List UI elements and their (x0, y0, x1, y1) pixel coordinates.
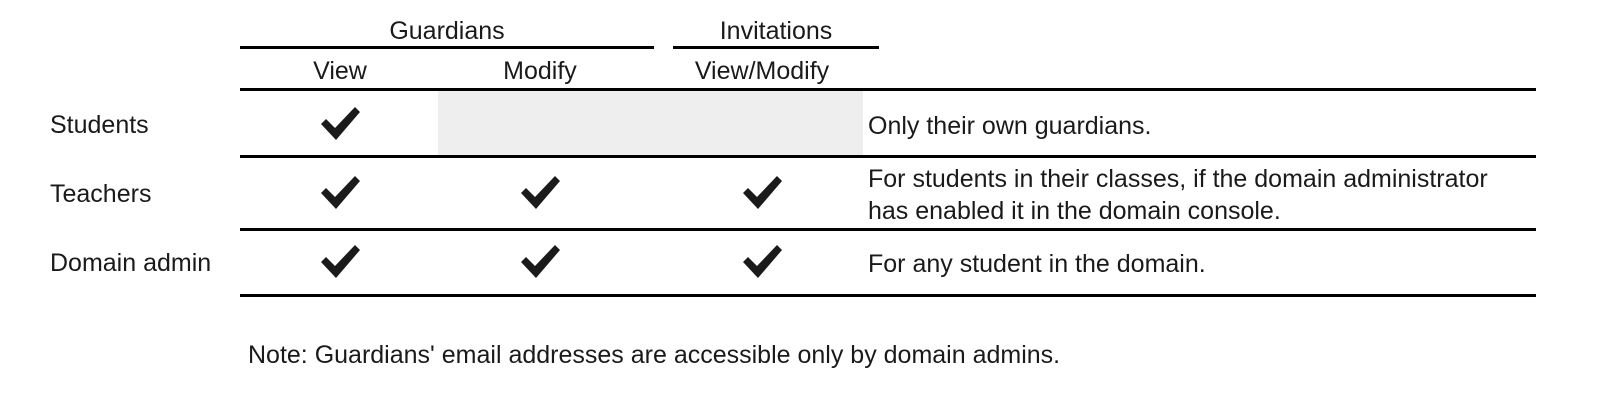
check-icon (317, 173, 363, 213)
check-icon (739, 173, 785, 213)
check-icon (517, 242, 563, 282)
check-icon (739, 242, 785, 282)
rule-after-teachers (240, 228, 1536, 231)
check-icon (317, 104, 363, 144)
row-description-teachers: For students in their classes, if the do… (868, 165, 1488, 225)
row-label-students: Students (50, 111, 149, 139)
column-group-invitations: Invitations (719, 17, 833, 45)
rule-header-bottom (240, 88, 1536, 91)
column-header-modify: Modify (503, 57, 577, 85)
check-icon (517, 173, 563, 213)
row-description-students: Only their own guardians. (868, 112, 1152, 140)
check-icon (317, 242, 363, 282)
column-header-view: View (313, 57, 367, 85)
rule-group-invitations (673, 46, 879, 49)
rule-group-guardians (240, 46, 654, 49)
row-label-teachers: Teachers (50, 180, 152, 208)
table-note: Note: Guardians' email addresses are acc… (248, 341, 1061, 369)
column-header-view-modify: View/Modify (694, 57, 830, 85)
rule-after-students (240, 155, 1536, 158)
row-description-domain-admin: For any student in the domain. (868, 250, 1206, 278)
cell-not-applicable-students (438, 91, 863, 155)
column-group-guardians: Guardians (389, 17, 505, 45)
row-label-domain-admin: Domain admin (50, 249, 212, 277)
rule-table-bottom (240, 294, 1536, 297)
